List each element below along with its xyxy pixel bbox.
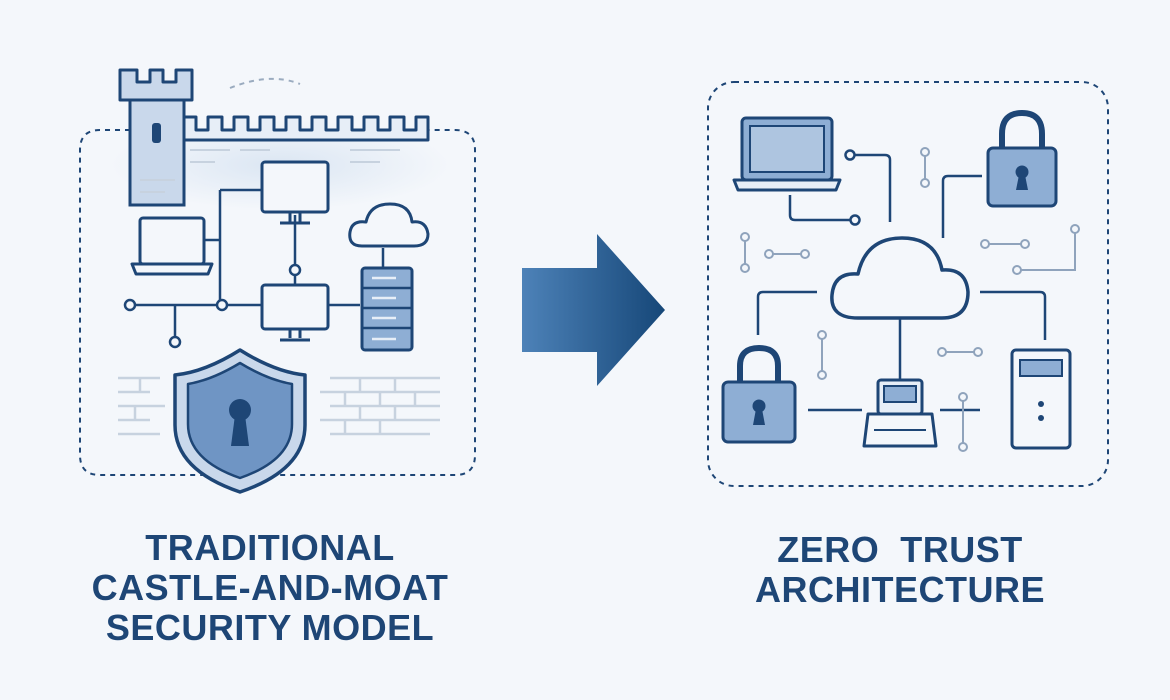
padlock-icon xyxy=(986,109,1058,208)
padlock-icon xyxy=(721,344,797,444)
castle-tower-icon xyxy=(118,68,194,207)
printer-icon xyxy=(862,378,938,448)
traditional-panel xyxy=(79,68,476,494)
zero-trust-panel xyxy=(707,81,1109,487)
dashed-arc xyxy=(229,77,301,89)
monitor-icon xyxy=(260,160,330,225)
castle-wall-icon xyxy=(140,115,430,193)
cloud-icon xyxy=(348,202,430,248)
cloud-icon xyxy=(830,236,970,320)
monitor-icon xyxy=(260,283,330,342)
brick-wall-icon xyxy=(118,376,440,436)
laptop-icon xyxy=(732,116,842,192)
caption-line: SECURITY MODEL xyxy=(105,607,435,648)
caption-line: CASTLE-AND-MOAT xyxy=(91,567,449,608)
zero-trust-dashed-border xyxy=(707,81,1109,487)
zero-trust-caption: ZERO TRUST ARCHITECTURE xyxy=(660,530,1140,610)
traditional-model-caption: TRADITIONAL CASTLE-AND-MOAT SECURITY MOD… xyxy=(40,528,500,648)
transition-arrow-icon xyxy=(522,234,665,386)
caption-line: ZERO TRUST xyxy=(777,529,1023,570)
desktop-tower-icon xyxy=(1010,348,1072,450)
shield-lock-icon xyxy=(173,348,307,494)
caption-line: ARCHITECTURE xyxy=(755,569,1045,610)
server-icon xyxy=(360,266,414,352)
perimeter-dashed-border xyxy=(79,129,476,476)
caption-line: TRADITIONAL xyxy=(145,527,395,568)
laptop-icon xyxy=(130,216,214,276)
